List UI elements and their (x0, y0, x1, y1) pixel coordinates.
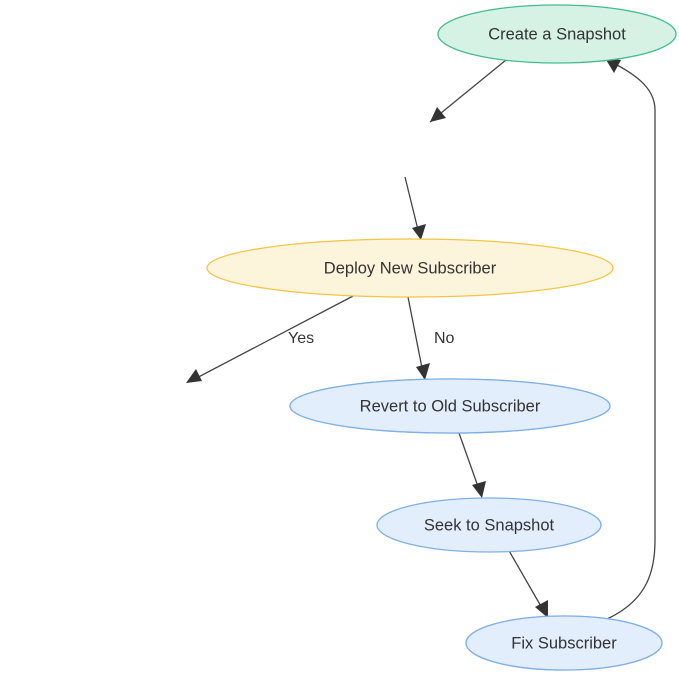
arrow-head-icon (430, 107, 446, 122)
edge-label-no: No (434, 330, 455, 347)
node-seek-to-snapshot[interactable]: Seek to Snapshot (376, 497, 602, 553)
edge-line (606, 59, 656, 620)
node-shape[interactable] (465, 615, 663, 671)
node-label: Create a Snapshot (488, 25, 626, 43)
node-shape[interactable] (437, 4, 677, 64)
edge-deploy-working (404, 176, 426, 240)
arrow-head-icon (472, 481, 486, 498)
arrow-head-icon (416, 363, 430, 380)
node-label: Deploy New Subscriber (324, 259, 497, 277)
node-label: Revert to Old Subscriber (360, 397, 541, 415)
nodes-layer: Create a Snapshot Deploy New Subscriber … (206, 4, 677, 671)
node-shape[interactable] (376, 497, 602, 553)
node-create-snapshot[interactable]: Create a Snapshot (437, 4, 677, 64)
node-shape[interactable] (206, 238, 614, 298)
arrow-head-icon (535, 600, 548, 618)
edge-seek-fix (507, 548, 548, 618)
edge-create-deploy (429, 59, 507, 123)
edge-working-delete: Yes (186, 294, 356, 383)
arrow-head-icon (605, 58, 621, 73)
node-label: Fix Subscriber (511, 634, 617, 652)
node-deploy-new-subscriber[interactable]: Deploy New Subscriber (206, 238, 614, 298)
edge-line (188, 294, 356, 383)
edge-label-yes: Yes (288, 330, 314, 347)
arrow-head-icon (186, 369, 202, 383)
edge-fix-create (605, 58, 656, 620)
node-fix-subscriber[interactable]: Fix Subscriber (465, 615, 663, 671)
node-shape[interactable] (289, 378, 611, 434)
node-revert-old-subscriber[interactable]: Revert to Old Subscriber (289, 378, 611, 434)
edge-line (507, 548, 547, 616)
node-label: Seek to Snapshot (424, 516, 555, 534)
edge-working-revert: No (407, 296, 455, 380)
edges-layer: Yes No (186, 58, 656, 620)
arrow-head-icon (412, 224, 426, 240)
edge-line (407, 296, 425, 379)
edge-revert-seek (458, 432, 486, 498)
edge-line (429, 59, 507, 123)
